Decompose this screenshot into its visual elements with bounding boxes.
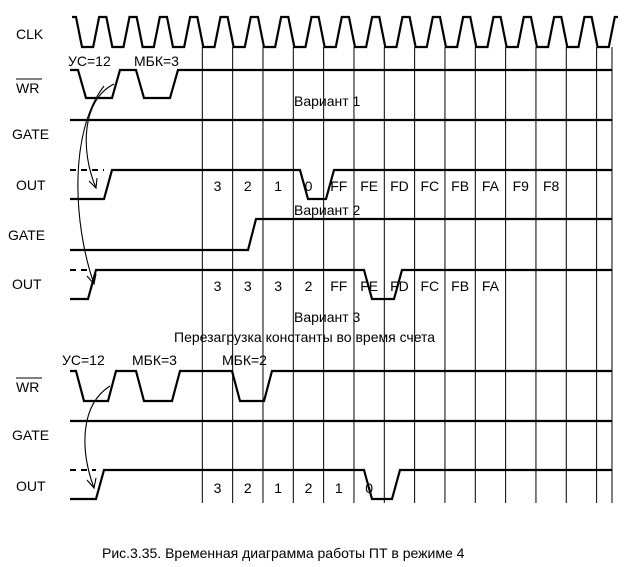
v3-mbk3-annotation: МБК=3 [132,352,177,368]
v1-arrow [85,83,115,189]
count-value: F8 [543,178,560,194]
count-value: 2 [305,480,313,496]
v3-arrow [84,385,111,489]
count-value: 2 [244,178,252,194]
count-value: 0 [305,178,313,194]
count-value: FA [482,178,500,194]
v2-out-wave [70,268,612,301]
v1-us-annotation: УС=12 [68,53,111,69]
v3-us-annotation: УС=12 [62,352,105,368]
count-value: FE [360,278,378,294]
figure-caption: Рис.3.35. Временная диаграмма работы ПТ … [102,545,465,561]
count-value: 3 [244,278,252,294]
v3-out-label: OUT [16,478,46,494]
count-value: 3 [214,178,222,194]
v3-arrow-head [86,477,97,490]
count-value: FE [360,178,378,194]
count-value: 0 [365,480,373,496]
clk-wave [72,15,618,49]
v1-count-values: 3 2 1 0 FF FE FD FC FB FA F9 F8 [214,178,560,194]
v2-gate-wave [70,217,612,252]
v3-count-values: 3 2 1 2 1 0 [214,480,374,496]
variant-2-title: Вариант 2 [294,202,361,218]
count-value: 1 [274,178,282,194]
count-value: FF [330,278,347,294]
variant-3-subtitle: Перезагрузка константы во время счета [174,329,435,345]
count-value: 3 [214,278,222,294]
count-value: FB [451,278,469,294]
v1-mbk-annotation: МБК=3 [134,53,179,69]
count-value: 2 [244,480,252,496]
count-value: FB [451,178,469,194]
v1-gate-label: GATE [12,126,49,142]
count-value: FF [330,178,347,194]
v2-gate-label: GATE [8,227,45,243]
count-value: 3 [274,278,282,294]
v1-arrow-head [88,177,98,190]
v2-arrow [77,85,105,285]
count-value: 1 [274,480,282,496]
v1-out-label: OUT [16,177,46,193]
variant-1-title: Вариант 1 [294,93,361,109]
v3-wr-label: WR [16,379,39,395]
v3-wr-wave [70,369,612,403]
clk-label: CLK [16,26,44,42]
v1-wr-label: WR [16,80,39,96]
count-value: FC [420,278,439,294]
waveforms [70,15,618,501]
count-value: 1 [335,480,343,496]
count-value: FD [390,178,409,194]
v2-arrow-head [86,273,97,286]
count-value: FC [420,178,439,194]
v3-mbk2-annotation: МБК=2 [222,352,267,368]
trigger-arrows [77,83,115,490]
v2-out-label: OUT [12,276,42,292]
count-value: FD [390,278,409,294]
v1-out-wave [70,168,612,201]
v1-wr-wave [70,68,612,100]
v3-gate-label: GATE [12,427,49,443]
count-value: FA [482,278,500,294]
count-value: 2 [305,278,313,294]
count-value: F9 [513,178,530,194]
v3-out-wave [70,468,612,501]
variant-3-title: Вариант 3 [294,309,361,325]
count-value: 3 [214,480,222,496]
v2-count-values: 3 3 3 2 FF FE FD FC FB FA [214,278,500,294]
clock-grid [201,47,613,503]
